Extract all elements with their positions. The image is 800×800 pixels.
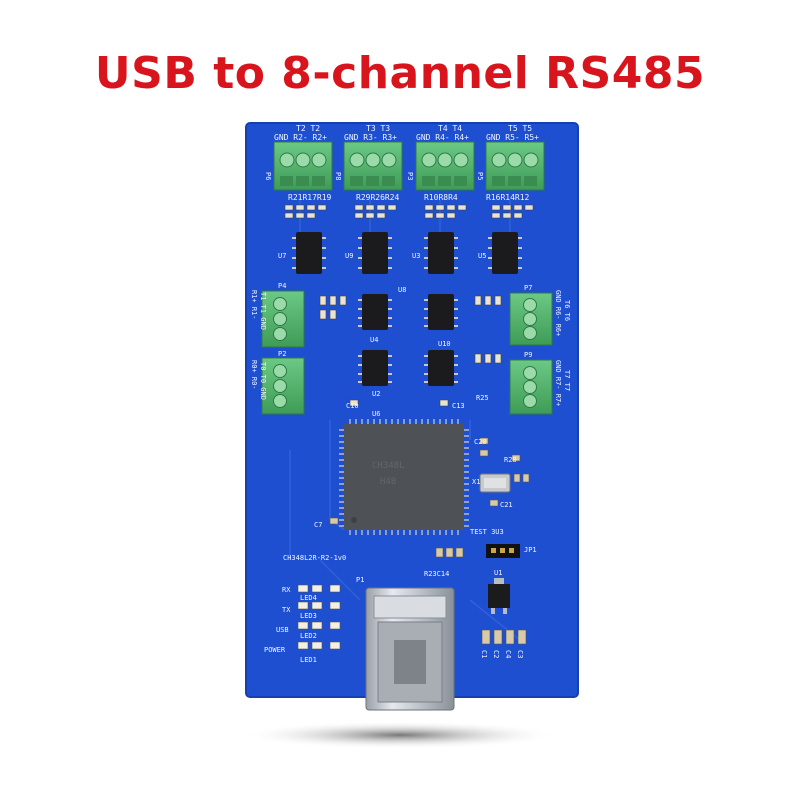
silk-gnd-r3: GND R3- R3+ bbox=[344, 133, 397, 142]
svg-text:TEST 3U3: TEST 3U3 bbox=[470, 528, 504, 536]
svg-text:GND R6- R6+: GND R6- R6+ bbox=[554, 290, 562, 336]
regulator-u1 bbox=[488, 578, 510, 614]
terminal-block-p8 bbox=[343, 141, 403, 191]
led-group bbox=[297, 584, 341, 650]
jumper-jp1 bbox=[486, 544, 520, 558]
svg-text:JP1: JP1 bbox=[524, 546, 537, 554]
usb-b-connector bbox=[365, 587, 455, 711]
svg-text:U10: U10 bbox=[438, 340, 451, 348]
svg-text:GND R7- R7+: GND R7- R7+ bbox=[554, 360, 562, 406]
silk-gnd-r4: GND R4- R4+ bbox=[416, 133, 469, 142]
svg-text:CH348L: CH348L bbox=[372, 461, 405, 471]
terminal-block-p4 bbox=[261, 290, 305, 348]
silk-gnd-r2: GND R2- R2+ bbox=[274, 133, 327, 142]
svg-text:LED1: LED1 bbox=[300, 656, 317, 664]
svg-text:U2: U2 bbox=[372, 390, 380, 398]
svg-text:CH348L2R-R2-1v0: CH348L2R-R2-1v0 bbox=[283, 554, 346, 562]
svg-text:X1: X1 bbox=[472, 478, 480, 486]
transceiver-chips bbox=[296, 232, 518, 386]
svg-text:C1: C1 bbox=[480, 650, 488, 658]
svg-text:P9: P9 bbox=[524, 351, 532, 359]
svg-text:C4: C4 bbox=[504, 650, 512, 658]
svg-text:R16R14R12: R16R14R12 bbox=[486, 193, 530, 202]
svg-text:P4: P4 bbox=[278, 282, 286, 290]
svg-text:U6: U6 bbox=[372, 410, 380, 418]
svg-text:T0 T0 GND: T0 T0 GND bbox=[259, 362, 267, 400]
svg-text:U5: U5 bbox=[478, 252, 486, 260]
main-chip-u6: CH348L H4B bbox=[339, 419, 469, 535]
terminal-block-p6 bbox=[273, 141, 333, 191]
svg-text:R1+ R1-: R1+ R1- bbox=[250, 290, 258, 320]
svg-text:C10: C10 bbox=[346, 402, 359, 410]
svg-text:T7 T7: T7 T7 bbox=[563, 370, 571, 391]
smd-resistor-rows bbox=[284, 204, 534, 219]
svg-text:R23C14: R23C14 bbox=[424, 570, 449, 578]
svg-text:P2: P2 bbox=[278, 350, 286, 358]
silk-t5: T5 T5 bbox=[508, 124, 532, 133]
silk-t4: T4 T4 bbox=[438, 124, 462, 133]
svg-text:POWER: POWER bbox=[264, 646, 286, 654]
svg-text:C20: C20 bbox=[474, 438, 487, 446]
svg-text:R25: R25 bbox=[476, 394, 489, 402]
svg-text:P3: P3 bbox=[406, 172, 414, 180]
svg-text:H4B: H4B bbox=[380, 477, 396, 487]
page-title: USB to 8-channel RS485 bbox=[94, 48, 706, 99]
svg-text:C13: C13 bbox=[452, 402, 465, 410]
terminal-block-p5 bbox=[485, 141, 545, 191]
svg-text:R21R17R19: R21R17R19 bbox=[288, 193, 332, 202]
svg-text:T6 T6: T6 T6 bbox=[563, 300, 571, 321]
svg-text:TX: TX bbox=[282, 606, 291, 614]
terminal-block-p3 bbox=[415, 141, 475, 191]
svg-text:U4: U4 bbox=[370, 336, 378, 344]
svg-text:LED2: LED2 bbox=[300, 632, 317, 640]
terminal-block-p9 bbox=[509, 359, 553, 415]
crystal-x1 bbox=[479, 473, 511, 493]
svg-text:R10R8R4: R10R8R4 bbox=[424, 193, 458, 202]
svg-text:P5: P5 bbox=[476, 172, 484, 180]
svg-text:C2: C2 bbox=[492, 650, 500, 658]
svg-text:LED4: LED4 bbox=[300, 594, 317, 602]
svg-text:C7: C7 bbox=[314, 521, 322, 529]
svg-text:RX: RX bbox=[282, 586, 291, 594]
svg-text:C21: C21 bbox=[500, 501, 513, 509]
svg-text:T1 T1 GND: T1 T1 GND bbox=[259, 292, 267, 330]
svg-text:R0+ R0-: R0+ R0- bbox=[250, 360, 258, 390]
terminal-block-p2 bbox=[261, 357, 305, 415]
board-shadow bbox=[240, 721, 560, 749]
svg-text:P6: P6 bbox=[264, 172, 272, 180]
svg-text:R28: R28 bbox=[504, 456, 517, 464]
svg-text:U8: U8 bbox=[398, 286, 406, 294]
svg-text:R29R26R24: R29R26R24 bbox=[356, 193, 400, 202]
silk-t2: T2 T2 bbox=[296, 124, 320, 133]
svg-text:U1: U1 bbox=[494, 569, 502, 577]
svg-text:U3: U3 bbox=[412, 252, 420, 260]
silk-gnd-r5: GND R5- R5+ bbox=[486, 133, 539, 142]
svg-text:C3: C3 bbox=[516, 650, 524, 658]
silk-t3: T3 T3 bbox=[366, 124, 390, 133]
svg-text:U7: U7 bbox=[278, 252, 286, 260]
svg-text:U9: U9 bbox=[345, 252, 353, 260]
svg-text:LED3: LED3 bbox=[300, 612, 317, 620]
svg-text:P8: P8 bbox=[334, 172, 342, 180]
terminal-block-p7 bbox=[509, 292, 553, 346]
svg-text:P1: P1 bbox=[356, 576, 364, 584]
chip-pins bbox=[292, 237, 522, 383]
svg-text:P7: P7 bbox=[524, 284, 532, 292]
svg-text:USB: USB bbox=[276, 626, 289, 634]
